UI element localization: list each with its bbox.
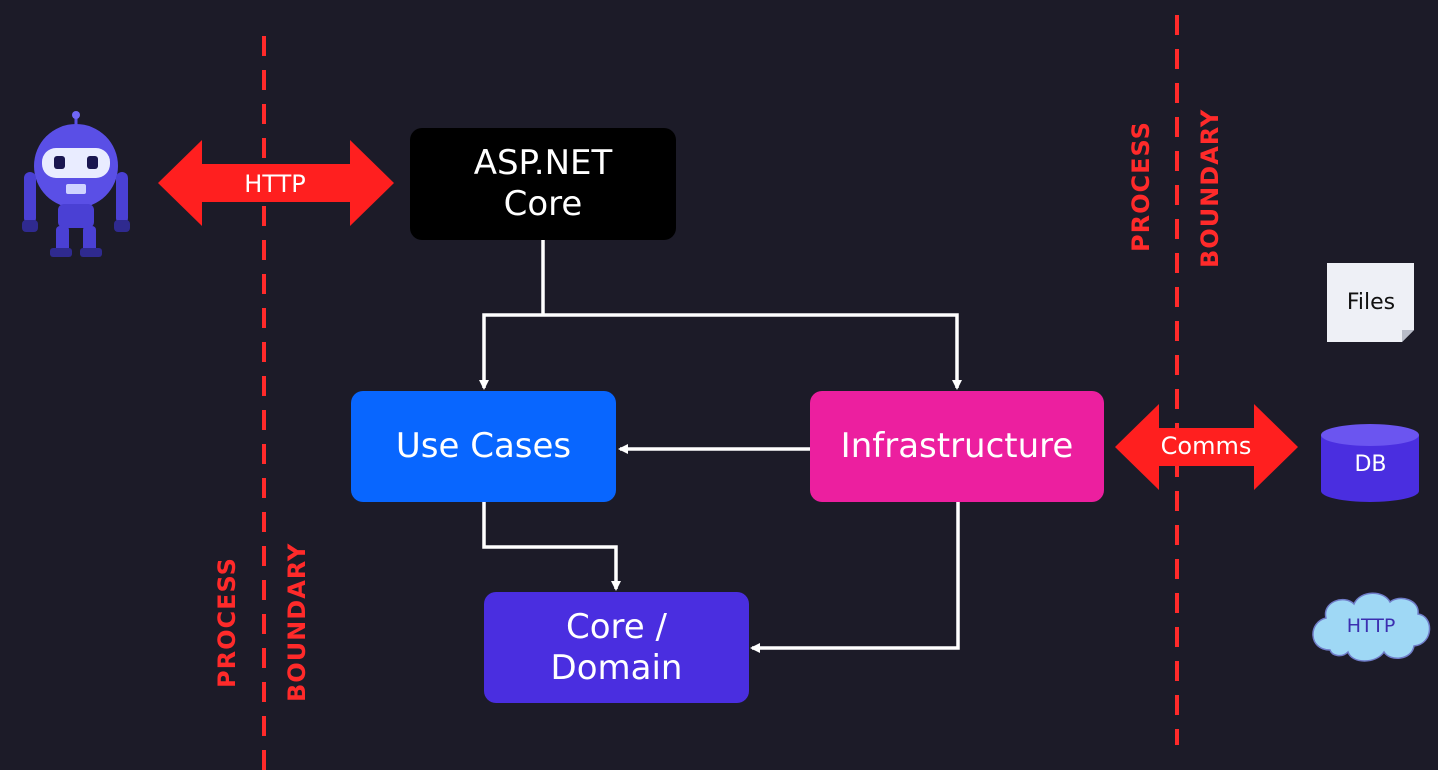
files-label: Files (1346, 290, 1396, 315)
document-icon (1327, 263, 1414, 342)
use-cases-node: Use Cases (351, 391, 616, 502)
infrastructure-node: Infrastructure (810, 391, 1104, 502)
connector-infrastructure-to-core (750, 502, 960, 653)
database-icon (1321, 424, 1419, 502)
comms-double-arrow (1115, 404, 1298, 490)
right-boundary-label-process: PROCESS (1127, 121, 1155, 252)
http-double-arrow (158, 140, 394, 226)
left-boundary-label-boundary: BOUNDARY (283, 542, 311, 702)
db-label: DB (1354, 452, 1387, 477)
core-domain-label: Core / Domain (550, 606, 683, 688)
connector-aspnet-to-infrastructure (543, 313, 962, 390)
cloud-icon (1312, 592, 1431, 662)
connector-aspnet-to-usecases (479, 313, 543, 390)
aspnet-core-node: ASP.NET Core (410, 128, 676, 240)
aspnet-core-label: ASP.NET Core (473, 143, 613, 224)
connector-usecases-to-core (482, 502, 621, 591)
right-boundary-label-boundary: BOUNDARY (1196, 108, 1224, 268)
cloud-http-label: HTTP (1346, 615, 1396, 637)
http-arrow-label: HTTP (244, 170, 306, 198)
use-cases-label: Use Cases (395, 426, 572, 467)
robot-icon (22, 111, 130, 257)
left-boundary-label-process: PROCESS (213, 557, 241, 688)
core-domain-node: Core / Domain (484, 592, 749, 703)
infrastructure-label: Infrastructure (840, 426, 1074, 467)
comms-arrow-label: Comms (1160, 432, 1252, 460)
